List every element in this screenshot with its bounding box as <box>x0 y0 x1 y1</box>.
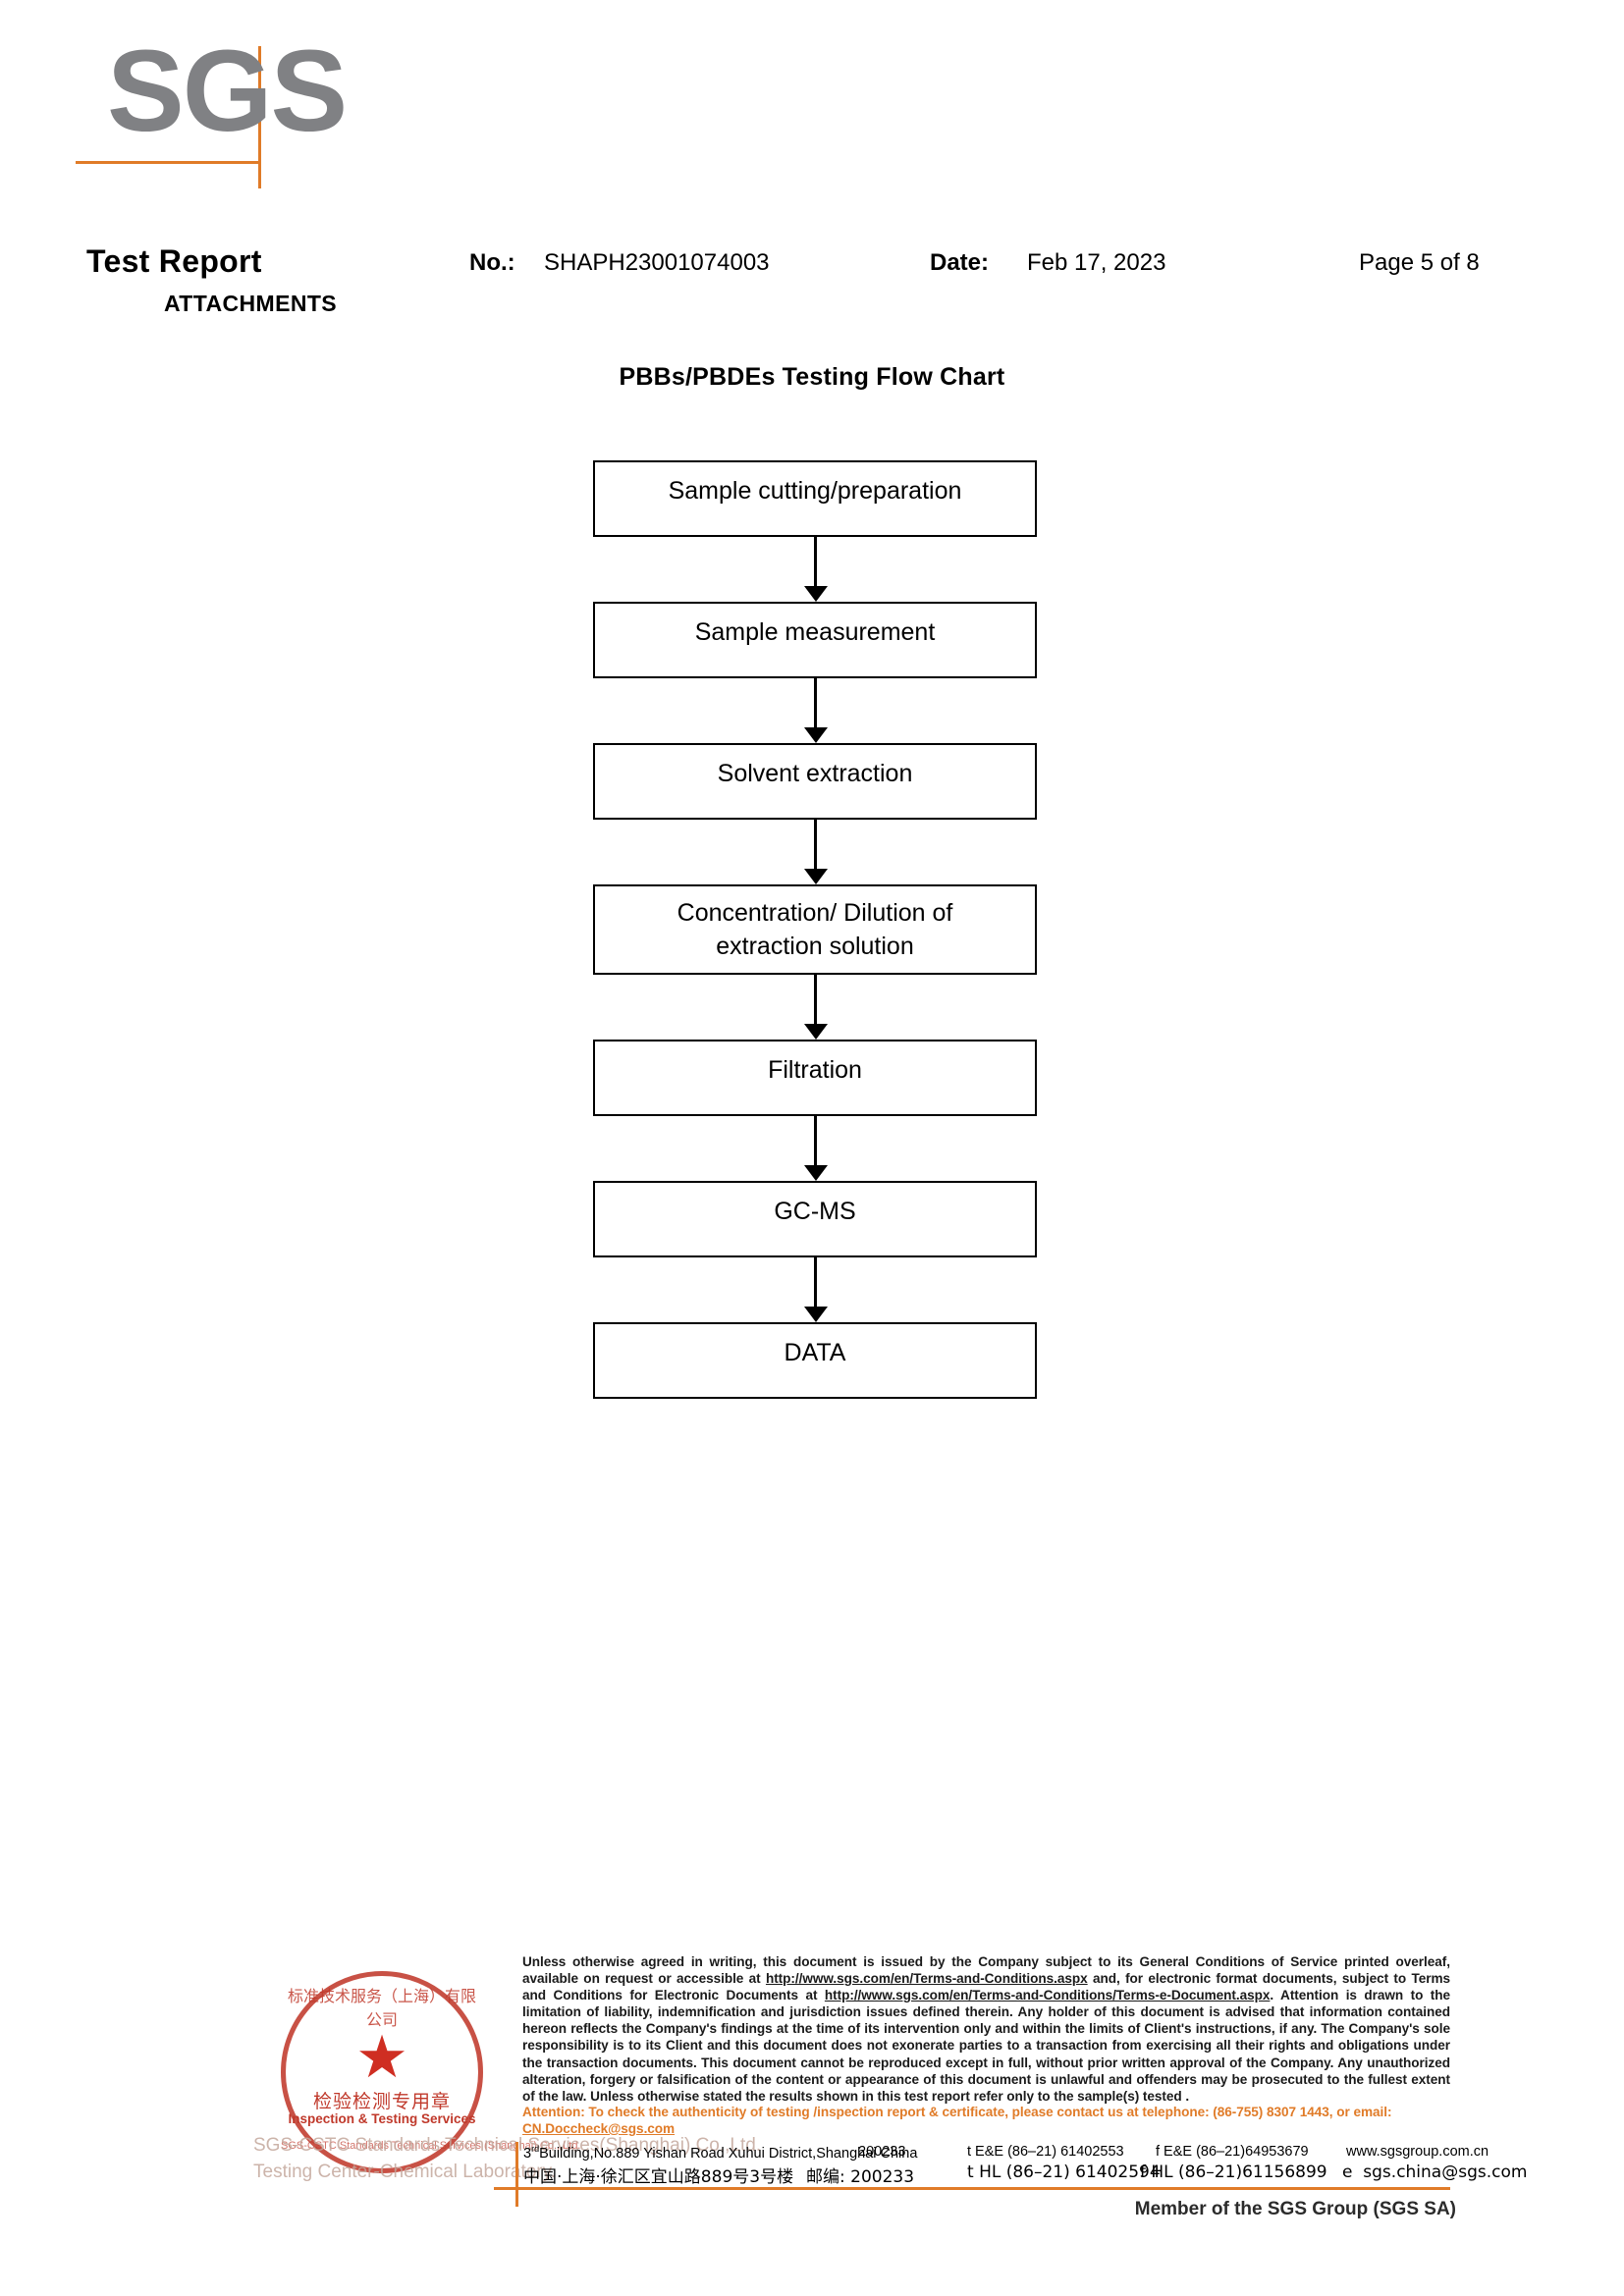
stamp-chinese-text: 检验检测专用章 <box>312 2091 451 2112</box>
tel-hl: t HL (86–21) 61402594 <box>967 2163 1161 2182</box>
report-date-value: Feb 17, 2023 <box>1027 249 1166 276</box>
flow-arrow-4 <box>593 975 1037 1040</box>
flow-step-label: Sample cutting/preparation <box>668 477 962 505</box>
attachments-label: ATTACHMENTS <box>164 291 338 316</box>
fax-ee: f E&E (86–21)64953679 <box>1156 2144 1309 2160</box>
terms-conditions-link[interactable]: http://www.sgs.com/en/Terms-and-Conditio… <box>765 1971 1088 1987</box>
tel-ee: t E&E (86–21) 61402553 <box>967 2144 1124 2160</box>
report-no-label: No.: <box>469 249 515 276</box>
stamp-arc-top-text: 标准技术服务（上海）有限公司 <box>287 1987 476 2029</box>
doccheck-email-link[interactable]: CN.Doccheck@sgs.com <box>522 2121 676 2137</box>
flowchart-title: PBBs/PBDEs Testing Flow Chart <box>619 363 1005 391</box>
postal-code-cn: 邮编: 200233 <box>806 2167 915 2187</box>
address-en-superscript: rd <box>531 2144 540 2154</box>
legal-text-part-2: and, for electronic format documents, su… <box>522 1971 1450 2003</box>
stamp-faded-line-1: SGS-CSTC Standards Technical Services(Sh… <box>253 2135 762 2156</box>
legal-text-part-3: . Attention is drawn to the limitation o… <box>522 1988 1450 2104</box>
page-title: Test Report <box>86 243 262 279</box>
email-row: e sgs.china@sgs.com <box>1342 2163 1527 2182</box>
email-link[interactable]: sgs.china@sgs.com <box>1363 2163 1528 2182</box>
legal-disclaimer: Unless otherwise agreed in writing, this… <box>522 1953 1450 2105</box>
address-en-main: Building,No.889 Yishan Road Xuhui Distri… <box>539 2145 918 2162</box>
flow-step-concentration-dilution: Concentration/ Dilution of extraction so… <box>593 884 1037 975</box>
flow-step-label: GC-MS <box>774 1198 856 1225</box>
legal-text-part-1: Unless otherwise agreed in writing, this… <box>522 1954 1450 1987</box>
report-date-label: Date: <box>930 249 990 276</box>
email-prefix: e <box>1342 2163 1353 2182</box>
flow-step-label: DATA <box>784 1339 846 1366</box>
flow-step-label: Sample measurement <box>694 618 936 646</box>
member-of-group-line: Member of the SGS Group (SGS SA) <box>1134 2199 1456 2219</box>
flow-arrow-6 <box>593 1257 1037 1322</box>
flow-step-solvent-extraction: Solvent extraction <box>593 743 1037 820</box>
website-link[interactable]: www.sgsgroup.com.cn <box>1346 2144 1489 2160</box>
report-header-row: Test Report No.: SHAPH23001074003 Date: … <box>0 243 1624 287</box>
postal-code-en: 200233 <box>858 2144 906 2160</box>
sgs-logo: SGS <box>76 27 370 199</box>
flow-step-label: Solvent extraction <box>717 760 913 787</box>
flow-arrow-3 <box>593 820 1037 884</box>
flow-step-label: Concentration/ Dilution of <box>677 899 953 927</box>
stamp-english-text: Inspection & Testing Services <box>288 2111 476 2126</box>
attention-text: Attention: To check the authenticity of … <box>522 2105 1392 2119</box>
logo-wordmark: SGS <box>107 27 348 156</box>
star-icon: ★ <box>355 2024 408 2090</box>
address-english: 3rdBuilding,No.889 Yishan Road Xuhui Dis… <box>523 2144 917 2162</box>
logo-horizontal-rule <box>76 161 261 164</box>
address-chinese: 中国·上海·徐汇区宜山路889号3号楼 <box>523 2167 794 2187</box>
address-horizontal-divider <box>494 2187 1450 2190</box>
flow-step-label: Filtration <box>768 1056 862 1084</box>
stamp-faded-line-2: Testing Center-Chemical Laboratory. <box>253 2162 557 2182</box>
address-en-prefix: 3 <box>523 2145 532 2162</box>
flow-step-sample-cutting: Sample cutting/preparation <box>593 460 1037 537</box>
fax-hl: f HL (86–21)61156899 <box>1140 2163 1327 2182</box>
page-number: Page 5 of 8 <box>1359 249 1480 276</box>
address-vertical-divider <box>515 2142 518 2207</box>
flow-step-label-line2: extraction solution <box>716 933 914 960</box>
flow-step-filtration: Filtration <box>593 1040 1037 1116</box>
logo-vertical-rule <box>258 46 261 188</box>
flow-arrow-5 <box>593 1116 1037 1181</box>
flowchart: Sample cutting/preparation Sample measur… <box>593 460 1037 1399</box>
report-no-value: SHAPH23001074003 <box>544 249 770 276</box>
flow-arrow-2 <box>593 678 1037 743</box>
flow-arrow-1 <box>593 537 1037 602</box>
terms-e-document-link[interactable]: http://www.sgs.com/en/Terms-and-Conditio… <box>824 1988 1271 2003</box>
stamp-ring <box>281 1971 483 2173</box>
attention-notice: Attention: To check the authenticity of … <box>522 2104 1450 2137</box>
flow-step-gc-ms: GC-MS <box>593 1181 1037 1257</box>
flow-step-data: DATA <box>593 1322 1037 1399</box>
flow-step-sample-measurement: Sample measurement <box>593 602 1037 678</box>
